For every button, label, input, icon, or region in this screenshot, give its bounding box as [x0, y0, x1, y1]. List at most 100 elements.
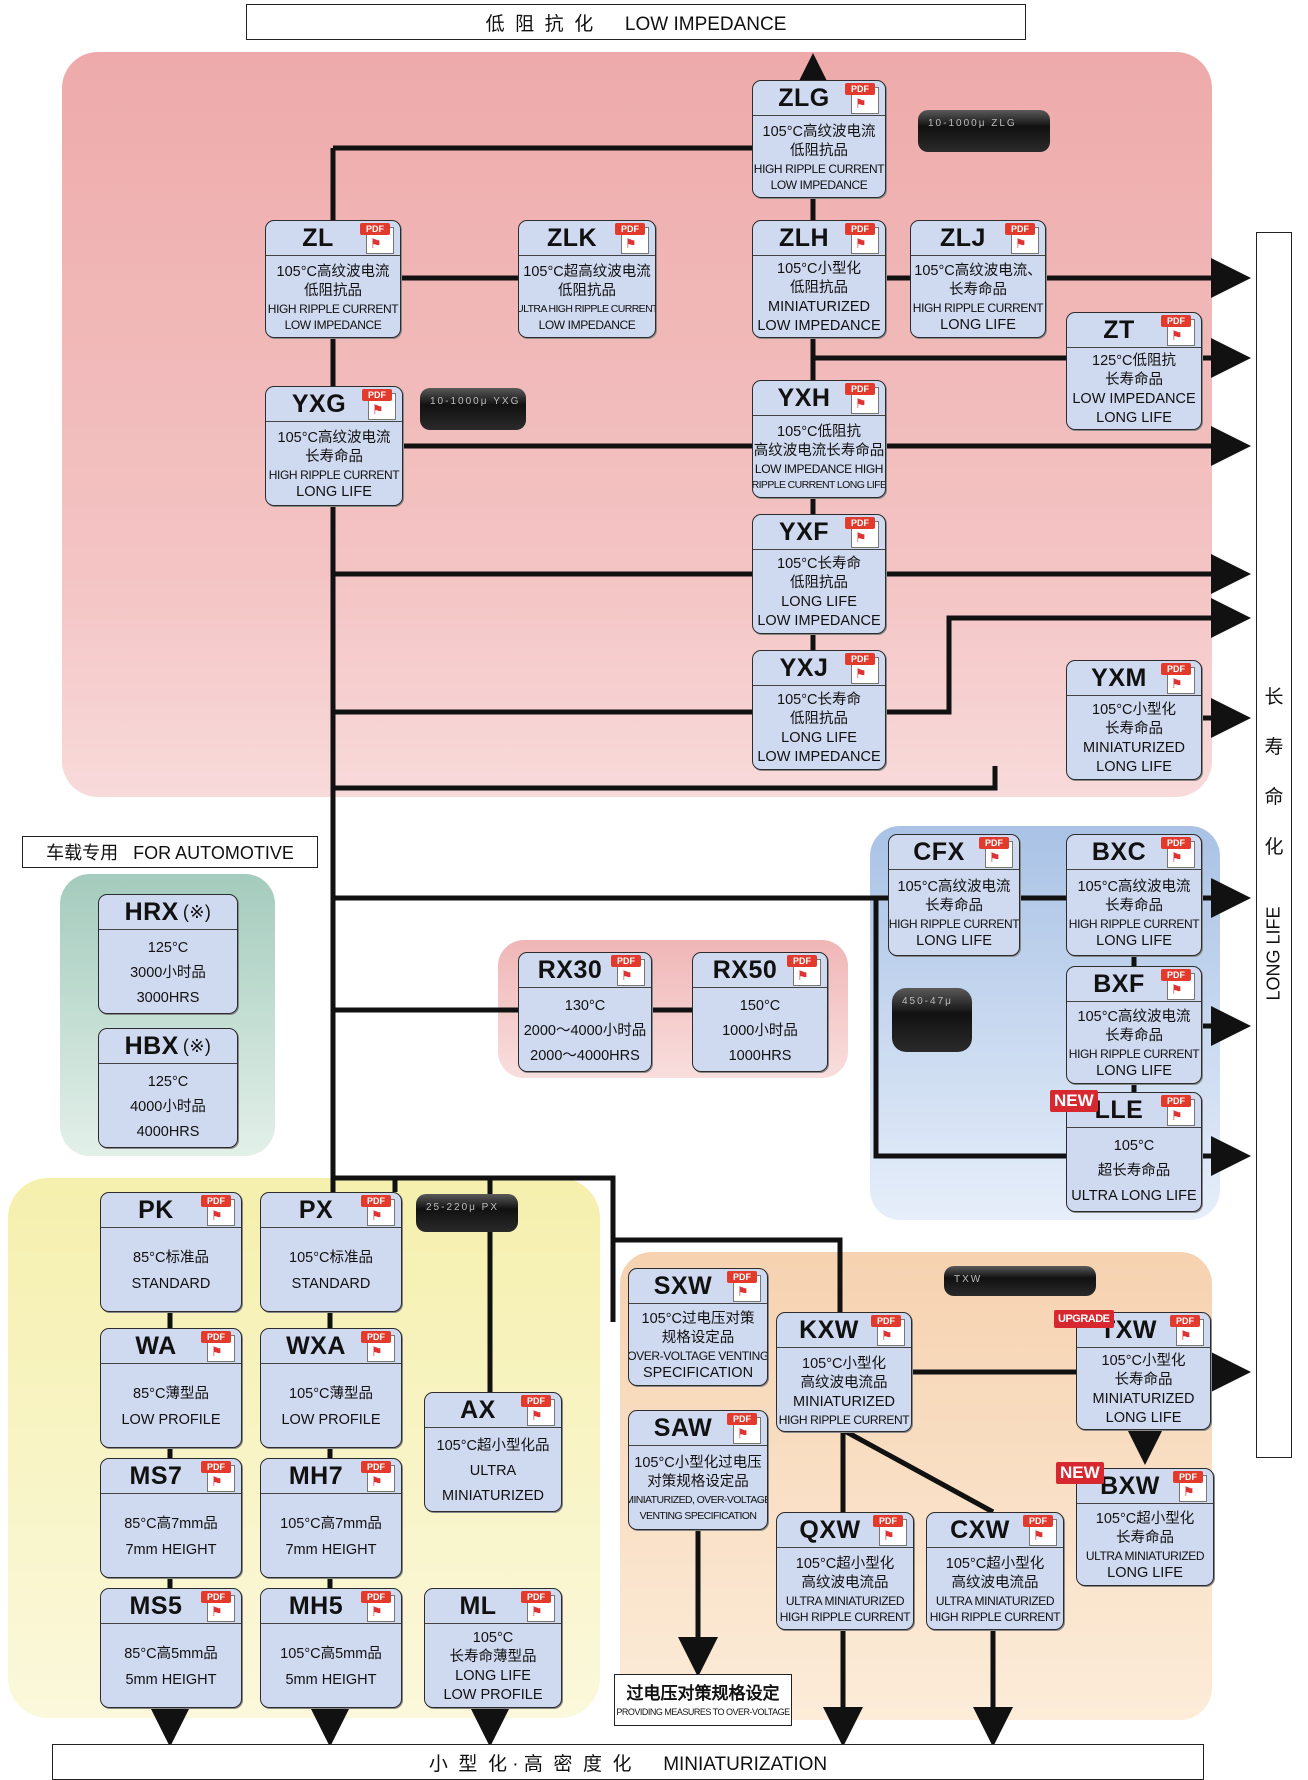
pdf-icon[interactable]: PDF⚑ — [521, 1395, 557, 1426]
pdf-icon[interactable]: PDF⚑ — [845, 383, 881, 414]
pdf-icon[interactable]: PDF⚑ — [845, 653, 881, 684]
pdf-icon[interactable]: PDF⚑ — [361, 1331, 397, 1362]
series-spec-line: 1000HRS — [728, 1047, 792, 1064]
series-spec-line: LONG LIFE — [781, 730, 857, 746]
pdf-icon[interactable]: PDF⚑ — [1161, 1095, 1197, 1126]
px-capacitor-image: 25-220μ PX — [416, 1194, 518, 1232]
series-spec-line: RIPPLE CURRENT LONG LIFE — [752, 479, 886, 491]
pdf-icon[interactable]: PDF⚑ — [845, 517, 881, 548]
pdf-icon[interactable]: PDF⚑ — [1005, 223, 1041, 254]
pdf-icon[interactable]: PDF⚑ — [611, 955, 647, 986]
pdf-icon[interactable]: PDF⚑ — [361, 1195, 397, 1226]
series-spec-line: LONG LIFE — [1096, 932, 1172, 949]
pdf-icon[interactable]: PDF⚑ — [201, 1591, 237, 1622]
pdf-icon[interactable]: PDF⚑ — [873, 1515, 909, 1546]
pdf-icon[interactable]: PDF⚑ — [201, 1461, 237, 1492]
series-name-rx50: RX50 — [712, 955, 778, 984]
pdf-icon[interactable]: PDF⚑ — [361, 1591, 397, 1622]
pdf-icon[interactable]: PDF⚑ — [615, 223, 651, 254]
series-spec-line: 105°C超高纹波电流 — [523, 264, 651, 280]
series-spec-line: LOW PROFILE — [443, 1687, 543, 1703]
pdf-icon[interactable]: PDF⚑ — [362, 389, 398, 420]
series-spec-line: 长寿命品 — [1105, 1027, 1163, 1044]
series-box-header: MH5 PDF⚑ — [261, 1589, 401, 1624]
series-name-pk: PK — [138, 1195, 174, 1224]
series-spec-line: MINIATURIZED — [792, 1393, 896, 1410]
pdf-icon[interactable]: PDF⚑ — [1161, 315, 1197, 346]
series-name-mh5: MH5 — [288, 1591, 344, 1620]
pdf-icon[interactable]: PDF⚑ — [1161, 837, 1197, 868]
pdf-icon[interactable]: PDF⚑ — [787, 955, 823, 986]
pdf-icon[interactable]: PDF⚑ — [1161, 663, 1197, 694]
series-name-yxf: YXF — [778, 517, 830, 546]
pdf-icon[interactable]: PDF⚑ — [361, 1461, 397, 1492]
pdf-icon[interactable]: PDF⚑ — [979, 837, 1015, 868]
pdf-icon[interactable]: PDF⚑ — [871, 1315, 907, 1346]
pdf-icon[interactable]: PDF⚑ — [1161, 969, 1197, 1000]
pdf-icon[interactable]: PDF⚑ — [1170, 1315, 1206, 1346]
pdf-icon[interactable]: PDF⚑ — [201, 1195, 237, 1226]
series-spec-line: 105°C超小型化 — [1095, 1510, 1195, 1527]
pdf-icon[interactable]: PDF⚑ — [201, 1331, 237, 1362]
pdf-icon[interactable]: PDF⚑ — [521, 1591, 557, 1622]
pdf-icon[interactable]: PDF⚑ — [1173, 1471, 1209, 1502]
series-name-px: PX — [298, 1195, 334, 1224]
series-spec-line: HIGH RIPPLE CURRENT — [779, 1610, 911, 1624]
series-spec-line: 105°C高5mm品 — [280, 1646, 382, 1662]
pdf-icon[interactable]: PDF⚑ — [360, 223, 396, 254]
pdf-icon[interactable]: PDF⚑ — [845, 83, 881, 114]
pdf-icon[interactable]: PDF⚑ — [845, 223, 881, 254]
pdf-icon[interactable]: PDF⚑ — [727, 1271, 763, 1302]
pdf-icon[interactable]: PDF⚑ — [1023, 1515, 1059, 1546]
pdf-icon[interactable]: PDF⚑ — [727, 1413, 763, 1444]
series-spec-line: 长寿命薄型品 — [449, 1649, 537, 1665]
